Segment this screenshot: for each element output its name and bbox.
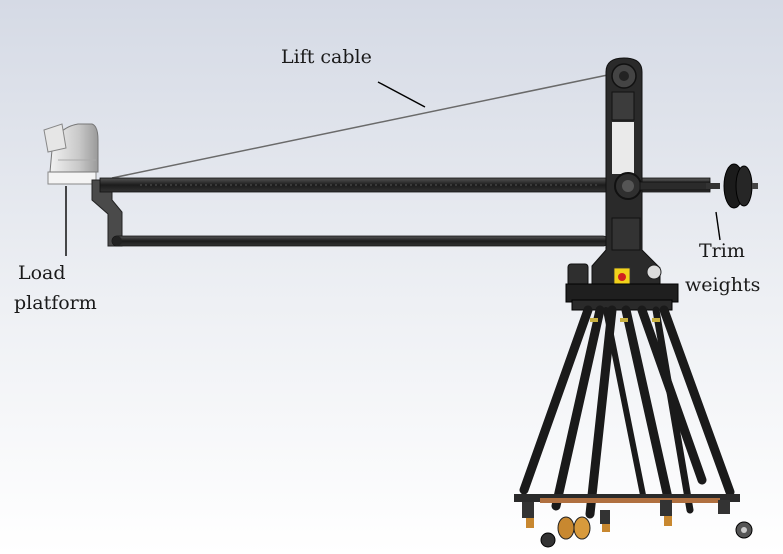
lift-cable-leader bbox=[377, 81, 426, 108]
lift-cable bbox=[111, 71, 623, 179]
rear-extension bbox=[639, 181, 711, 191]
crane-tower bbox=[591, 57, 661, 285]
dolly-base bbox=[514, 494, 753, 548]
label-lift-cable: Lift cable bbox=[281, 46, 372, 68]
load-platform bbox=[43, 123, 99, 185]
leg-clamps bbox=[590, 318, 660, 322]
label-load-platform-line2: platform bbox=[14, 292, 97, 314]
lower-arm bbox=[111, 235, 609, 247]
label-load-platform-line1: Load bbox=[18, 262, 66, 284]
crane-base bbox=[565, 263, 679, 311]
trim-weights-leader bbox=[715, 211, 721, 241]
label-trim-weights-line2: weights bbox=[685, 274, 761, 296]
tripod-legs bbox=[519, 305, 735, 519]
label-trim-weights-line1: Trim bbox=[699, 240, 745, 262]
trim-weights bbox=[706, 163, 758, 209]
